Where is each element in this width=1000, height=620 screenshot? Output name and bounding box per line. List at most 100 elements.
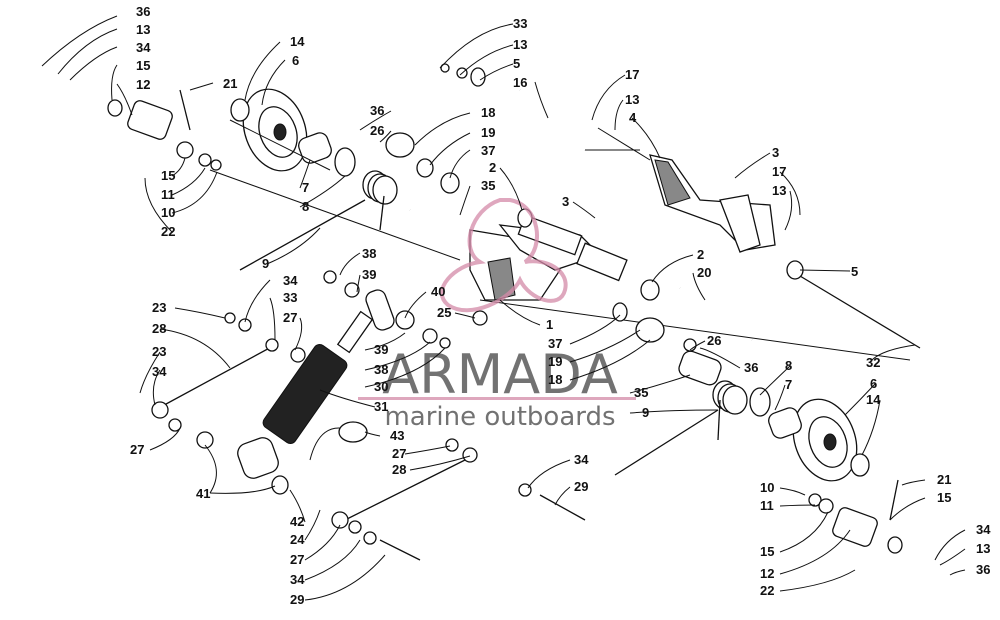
callout-4: 4 — [629, 110, 637, 125]
callout-1: 1 — [546, 317, 553, 332]
callout-35b: 35 — [634, 385, 648, 400]
callout-9: 9 — [262, 256, 269, 271]
wheel-left — [107, 88, 356, 177]
bracket-4 — [597, 127, 776, 253]
callout-5b: 5 — [851, 264, 858, 279]
callout-37: 37 — [481, 143, 495, 158]
callout-21b: 21 — [937, 472, 951, 487]
callout-35: 35 — [481, 178, 495, 193]
callout-20: 20 — [697, 265, 711, 280]
watermark-brand: ARMADA — [382, 343, 618, 406]
callout-34b: 34 — [283, 273, 298, 288]
callout-15b: 15 — [161, 168, 175, 183]
callout-2b: 2 — [697, 247, 704, 262]
callout-6b: 6 — [870, 376, 877, 391]
spring-right — [614, 350, 748, 476]
callout-21: 21 — [223, 76, 237, 91]
callout-8b: 8 — [785, 358, 792, 373]
wheel-right — [749, 387, 903, 554]
callout-29b: 29 — [290, 592, 304, 607]
callout-6: 6 — [292, 53, 299, 68]
callout-5: 5 — [513, 56, 520, 71]
callout-11: 11 — [161, 187, 175, 202]
callout-3b: 3 — [772, 145, 779, 160]
callout-2: 2 — [489, 160, 496, 175]
watermark-tagline: marine outboards — [384, 402, 615, 432]
callout-17b: 17 — [772, 164, 786, 179]
callout-33: 33 — [513, 16, 527, 31]
callout-labels: 36 13 34 15 12 21 14 6 15 11 10 22 7 8 9… — [130, 4, 991, 607]
callout-11b: 11 — [760, 498, 774, 513]
callout-33b: 33 — [283, 290, 297, 305]
callout-18: 18 — [481, 105, 495, 120]
callout-26b: 26 — [707, 333, 721, 348]
callout-36: 36 — [136, 4, 150, 19]
callout-43: 43 — [390, 428, 404, 443]
leader-lines — [41, 15, 966, 601]
bolt-32 — [789, 269, 921, 349]
callout-9b: 9 — [642, 405, 649, 420]
watermark-rule — [358, 397, 636, 400]
callout-23: 23 — [152, 300, 166, 315]
callout-22b: 22 — [760, 583, 774, 598]
callout-34e: 34 — [290, 572, 305, 587]
callout-36b: 36 — [370, 103, 384, 118]
callout-34d: 34 — [574, 452, 589, 467]
callout-27c: 27 — [392, 446, 406, 461]
callout-37b: 37 — [548, 336, 562, 351]
callout-32: 32 — [866, 355, 880, 370]
callout-16: 16 — [513, 75, 527, 90]
callout-14b: 14 — [866, 392, 881, 407]
watermark-logo — [440, 198, 568, 313]
callout-15c: 15 — [937, 490, 951, 505]
callout-27b: 27 — [130, 442, 144, 457]
callout-38: 38 — [362, 246, 376, 261]
callout-13b: 13 — [513, 37, 527, 52]
callout-14: 14 — [290, 34, 305, 49]
callout-40: 40 — [431, 284, 445, 299]
callout-7: 7 — [302, 180, 309, 195]
shafts — [209, 87, 921, 361]
tie-rods — [151, 312, 586, 561]
callout-19: 19 — [481, 125, 495, 140]
callout-28b: 28 — [392, 462, 406, 477]
callout-41: 41 — [196, 486, 210, 501]
callout-26: 26 — [370, 123, 384, 138]
callout-30: 30 — [374, 379, 388, 394]
callout-17: 17 — [625, 67, 639, 82]
watermark: ARMADA marine outboards — [358, 198, 636, 432]
callout-15: 15 — [136, 58, 150, 73]
callout-13e: 13 — [976, 541, 990, 556]
callout-27: 27 — [283, 310, 297, 325]
callout-34: 34 — [136, 40, 151, 55]
callout-27d: 27 — [290, 552, 304, 567]
callout-12: 12 — [136, 77, 150, 92]
callout-7b: 7 — [785, 377, 792, 392]
callout-42: 42 — [290, 514, 304, 529]
callout-22: 22 — [161, 224, 175, 239]
callout-3: 3 — [562, 194, 569, 209]
callout-34f: 34 — [976, 522, 991, 537]
callout-18b: 18 — [548, 372, 562, 387]
callout-39b: 39 — [374, 342, 388, 357]
pivot-arm-1 — [469, 214, 628, 301]
callout-31: 31 — [374, 399, 388, 414]
callout-13: 13 — [136, 22, 150, 37]
callout-12b: 12 — [760, 566, 774, 581]
spring-left — [239, 170, 398, 271]
callout-23b: 23 — [152, 344, 166, 359]
callout-36d: 36 — [976, 562, 990, 577]
callout-38b: 38 — [374, 362, 388, 377]
callout-13c: 13 — [625, 92, 639, 107]
callout-25: 25 — [437, 305, 451, 320]
callout-19b: 19 — [548, 354, 562, 369]
callout-24: 24 — [290, 532, 305, 547]
callout-36c: 36 — [744, 360, 758, 375]
callout-15d: 15 — [760, 544, 774, 559]
callout-29: 29 — [574, 479, 588, 494]
callout-34c: 34 — [152, 364, 167, 379]
callout-39: 39 — [362, 267, 376, 282]
callout-13d: 13 — [772, 183, 786, 198]
